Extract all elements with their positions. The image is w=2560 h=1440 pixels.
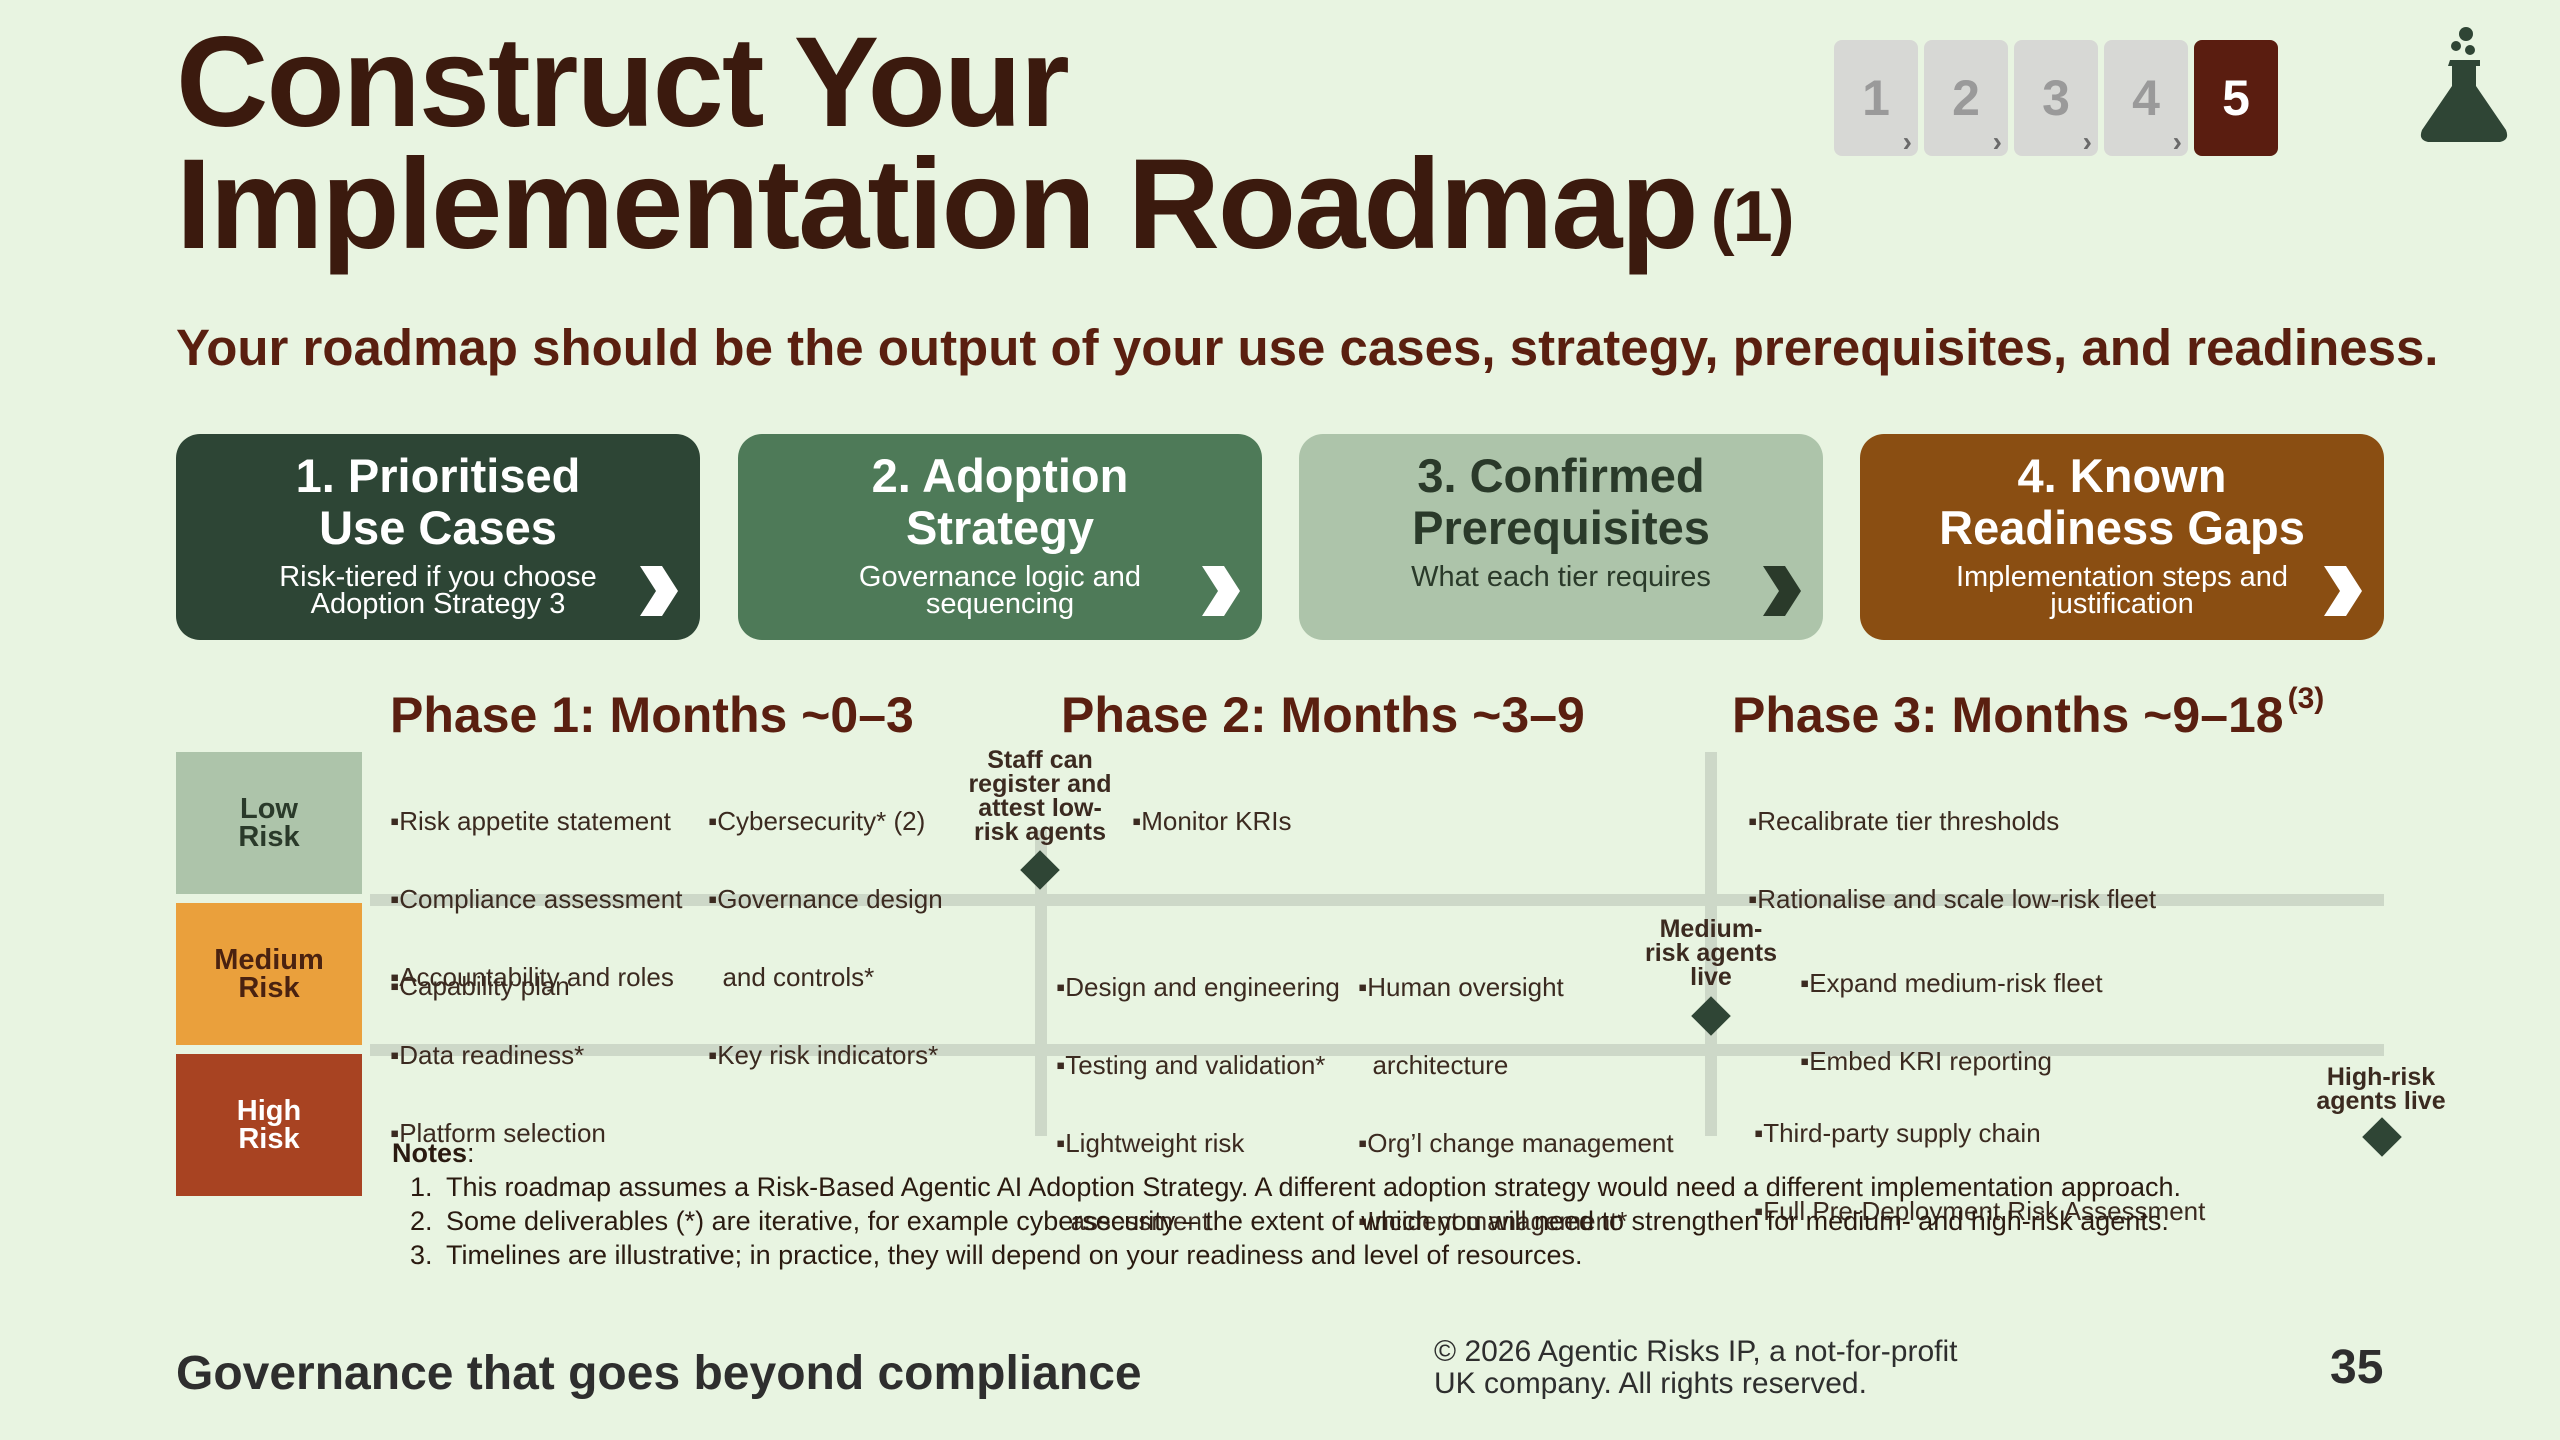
input-card-prerequisites: 3. Confirmed Prerequisites What each tie… <box>1299 434 1823 640</box>
card-title: 1. Prioritised Use Cases <box>295 449 581 554</box>
risk-band-medium: Medium Risk <box>176 903 362 1045</box>
chevron-right-icon <box>640 566 678 616</box>
list-item: ▪Expand medium-risk fleet <box>1800 968 2103 998</box>
low-risk-phase-3-list: ▪Recalibrate tier thresholds ▪Rationalis… <box>1748 756 2156 938</box>
note-item: This roadmap assumes a Risk-Based Agenti… <box>440 1170 2181 1204</box>
title-line-2: Implementation Roadmap <box>176 133 1699 276</box>
medium-risk-phase-2-list: ▪Design and engineering ▪Testing and val… <box>1056 922 1340 1260</box>
card-subtitle: What each tier requires <box>1411 561 1711 593</box>
list-item: ▪Incident management* <box>1358 1206 1628 1236</box>
milestone-medium-risk-marker <box>1691 996 1731 1036</box>
list-item: ▪Recalibrate tier thresholds <box>1748 806 2060 836</box>
chevron-right-icon <box>1202 566 1240 616</box>
milestone-low-risk-label: Staff can register and attest low- risk … <box>968 746 1112 846</box>
low-risk-phase-2-list: ▪Monitor KRIs <box>1132 756 1291 860</box>
list-item: ▪Full Pre-Deployment Risk Assessment <box>1754 1196 2206 1226</box>
phase-divider <box>1705 752 1717 1136</box>
card-title: 3. Confirmed Prerequisites <box>1412 449 1710 554</box>
phase-2-header: Phase 2: Months ~3–9 <box>1061 687 1585 743</box>
list-item: ▪Monitor KRIs <box>1132 806 1292 836</box>
high-risk-phase-3-list: ▪Third-party supply chain ▪Full Pre-Depl… <box>1754 1068 2205 1250</box>
milestone-medium-risk-label: Medium- risk agents live <box>1644 915 1777 991</box>
step-navigator: 1 2 3 4 5 <box>1834 40 2278 158</box>
list-item: ▪Org’l change management <box>1358 1128 1674 1158</box>
low-risk-phase-1-list: ▪Risk appetite statement ▪Compliance ass… <box>390 756 682 1172</box>
list-item: and controls* <box>708 962 875 992</box>
list-item: ▪Key risk indicators* <box>708 1040 939 1070</box>
medium-risk-phase-1-list: ▪Capability plan <box>390 921 570 1025</box>
list-item: ▪Compliance assessment <box>390 884 683 914</box>
step-5-button[interactable]: 5 <box>2194 40 2278 156</box>
row-divider <box>370 1044 2384 1056</box>
list-item: ▪Capability plan <box>390 971 570 1001</box>
notes-section: Notes: This roadmap assumes a Risk-Based… <box>392 1136 2181 1272</box>
input-card-readiness-gaps: 4. Known Readiness Gaps Implementation s… <box>1860 434 2384 640</box>
page-title: Construct Your Implementation Roadmap(1) <box>176 19 1795 269</box>
list-item: ▪Testing and validation* <box>1056 1050 1326 1080</box>
note-item: Some deliverables (*) are iterative, for… <box>440 1204 2181 1238</box>
phase-divider <box>1035 830 1047 1136</box>
page-subtitle: Your roadmap should be the output of you… <box>176 319 2439 376</box>
step-4-button[interactable]: 4 <box>2104 40 2188 158</box>
risk-band-low: Low Risk <box>176 752 362 894</box>
footer-tagline: Governance that goes beyond compliance <box>176 1347 1142 1400</box>
card-subtitle: Implementation steps and justification <box>1955 561 2289 620</box>
list-item: ▪Governance design <box>708 884 943 914</box>
list-item: ▪Third-party supply chain <box>1754 1118 2041 1148</box>
page-number: 35 <box>2330 1341 2384 1394</box>
list-item: ▪Rationalise and scale low-risk fleet <box>1748 884 2157 914</box>
list-item: ▪Risk appetite statement <box>390 806 671 836</box>
note-item: Timelines are illustrative; in practice,… <box>440 1238 2181 1272</box>
list-item: ▪Cybersecurity* (2) <box>708 806 926 836</box>
list-item: ▪Design and engineering <box>1056 972 1340 1002</box>
list-item: ▪Lightweight risk <box>1056 1128 1245 1158</box>
phase-3-footnote-ref: (3) <box>2287 682 2325 715</box>
list-item: ▪Accountability and roles <box>390 962 674 992</box>
milestone-high-risk-label: High-risk agents live <box>2316 1063 2446 1115</box>
chevron-right-icon <box>1763 566 1801 616</box>
card-title: 4. Known Readiness Gaps <box>1939 449 2305 554</box>
input-card-adoption-strategy: 2. Adoption Strategy Governance logic an… <box>738 434 1262 640</box>
list-item: ▪Embed KRI reporting <box>1800 1046 2053 1076</box>
title-line-1: Construct Your <box>176 11 1070 154</box>
phase-3-header: Phase 3: Months ~9–18(3) <box>1732 682 2325 743</box>
list-item: architecture <box>1358 1050 1509 1080</box>
low-risk-phase-1-list-2: ▪Cybersecurity* (2) ▪Governance design a… <box>708 756 943 1094</box>
list-item: ▪Data readiness* <box>390 1040 585 1070</box>
step-2-button[interactable]: 2 <box>1924 40 2008 158</box>
card-title: 2. Adoption Strategy <box>871 449 1129 554</box>
step-1-button[interactable]: 1 <box>1834 40 1918 158</box>
risk-band-high: High Risk <box>176 1054 362 1196</box>
list-item: ▪Human oversight <box>1358 972 1564 1002</box>
chevron-right-icon <box>2324 566 2362 616</box>
step-3-button[interactable]: 3 <box>2014 40 2098 158</box>
card-subtitle: Risk-tiered if you choose Adoption Strat… <box>279 561 597 620</box>
card-subtitle: Governance logic and sequencing <box>858 561 1142 620</box>
phase-1-header: Phase 1: Months ~0–3 <box>390 687 914 743</box>
milestone-low-risk-marker <box>1020 850 1060 890</box>
flask-icon <box>2420 27 2508 142</box>
row-divider <box>370 894 2384 906</box>
milestone-high-risk-marker <box>2362 1117 2402 1157</box>
input-card-use-cases: 1. Prioritised Use Cases Risk-tiered if … <box>176 434 700 640</box>
notes-heading: Notes <box>392 1138 468 1168</box>
copyright-notice: © 2026 Agentic Risks IP, a not-for-profi… <box>1434 1335 1958 1400</box>
medium-risk-phase-3-list: ▪Expand medium-risk fleet ▪Embed KRI rep… <box>1800 918 2103 1100</box>
list-item: ▪Platform selection <box>390 1118 606 1148</box>
medium-risk-phase-2-list-2: ▪Human oversight architecture ▪Org’l cha… <box>1358 922 1674 1260</box>
list-item: assessment <box>1056 1206 1210 1236</box>
title-footnote-ref: (1) <box>1710 177 1795 257</box>
